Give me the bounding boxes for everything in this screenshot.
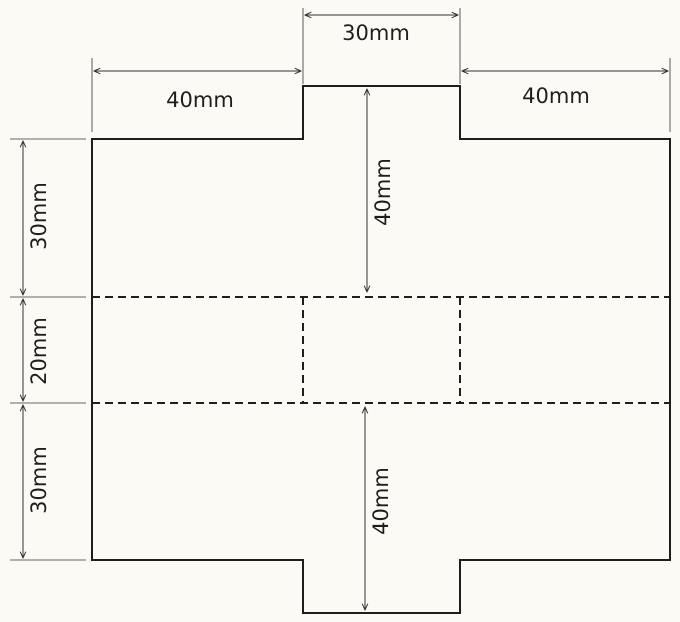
label-center-bottom-flap-height: 40mm — [369, 467, 393, 535]
label-left-bottom-height: 30mm — [27, 446, 51, 514]
net-outline — [91, 85, 671, 614]
label-top-left-width: 40mm — [166, 88, 234, 112]
label-center-top-flap-height: 40mm — [371, 158, 395, 226]
label-left-middle-height: 20mm — [27, 317, 51, 385]
label-top-right-width: 40mm — [522, 84, 590, 108]
label-top-center-width: 30mm — [342, 21, 410, 45]
label-left-top-height: 30mm — [27, 182, 51, 250]
